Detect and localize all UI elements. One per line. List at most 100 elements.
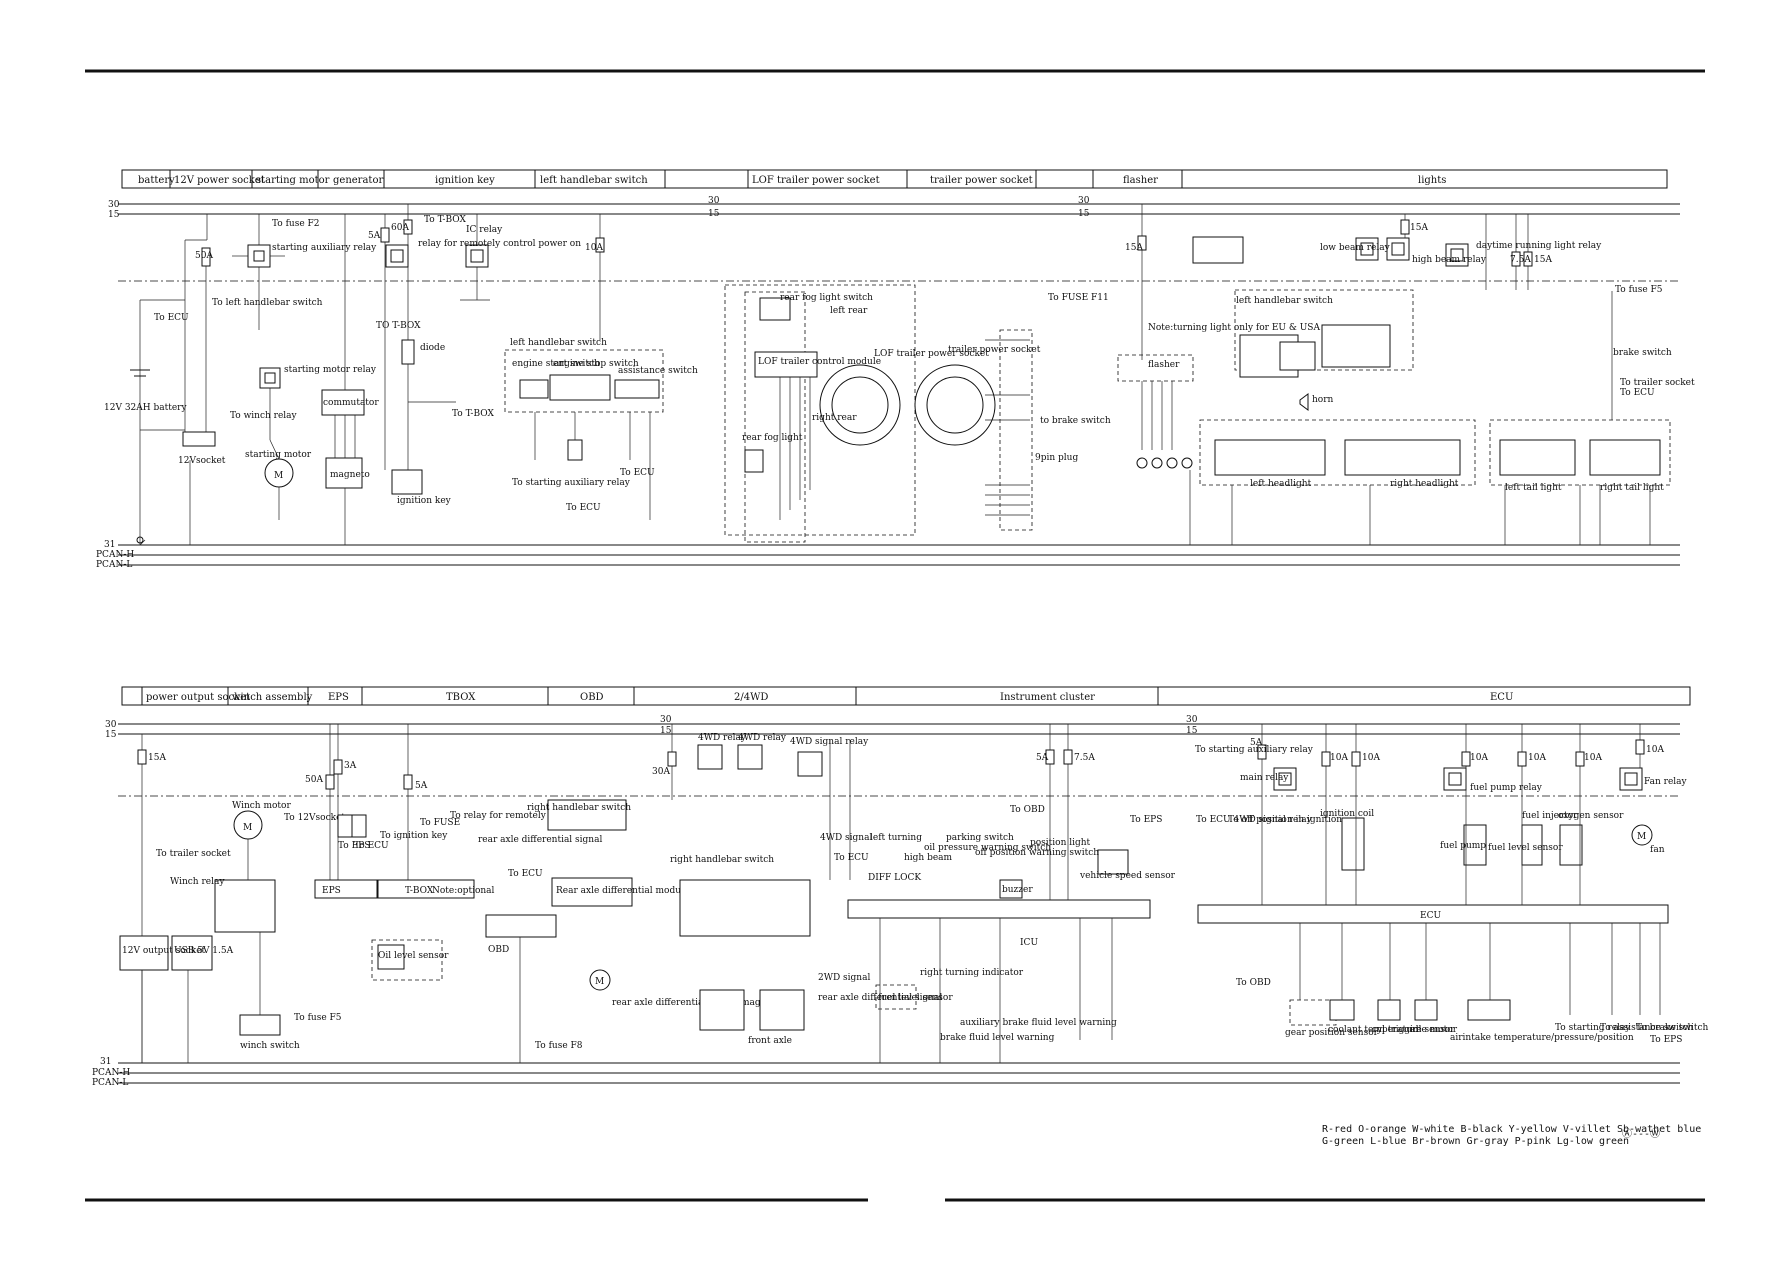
b-fuse5a-label: 5A [415, 781, 428, 791]
buzzer-label: buzzer [1002, 885, 1033, 895]
right-turning-label: right turning indicator [920, 968, 1024, 978]
top-header-lof-socket: LOF trailer power socket [752, 175, 880, 186]
relay-4wd2-label: 4WD relay [738, 733, 787, 743]
2-4wd-section [667, 724, 851, 1031]
headlight-relays [1355, 214, 1533, 290]
bottom-header-tbox: TBOX [446, 692, 476, 703]
note-optional-label: Note:optional [432, 886, 495, 896]
b-to-eps3-label: To EPS [1650, 1035, 1682, 1045]
rear-fog-switch-label: rear fog light switch [780, 293, 873, 303]
top-diagram: battery 12V power socket starting motor … [96, 169, 1695, 570]
brake-switch-label: brake switch [1613, 348, 1672, 358]
eps-section [314, 724, 378, 899]
low-beam-relay-label: low beam relay [1320, 243, 1391, 253]
to-trailer-socket-label: To trailer socket [1620, 378, 1695, 388]
fuel-level-sensor-label: fuel level sensor [878, 993, 953, 1003]
rear-axle-module-label: Rear axle differential module [556, 886, 689, 896]
top-header-generator: generator [333, 175, 383, 186]
lof-socket-label: LOF trailer power socket [874, 349, 989, 359]
b-to-brake-switch-label: To brake switch [1636, 1023, 1709, 1033]
left-turning-label: left turning [870, 833, 922, 843]
b-to-starting-aux-label: To starting auxiliary relay [1195, 745, 1314, 755]
starting-motor-label: starting motor [245, 450, 312, 460]
bottom-wiring [879, 918, 1661, 1063]
svg-text:M: M [274, 471, 283, 481]
b-to-fuse-f5-label: To fuse F5 [294, 1013, 342, 1023]
bottom-bus-15-label: 15 [105, 730, 117, 740]
bottom-diagram: power output socket winch assembly EPS T… [92, 686, 1709, 1088]
headlights-and-tails [1199, 291, 1671, 486]
eps-label: EPS [322, 886, 341, 896]
fuse15a-label: 15A [1410, 223, 1428, 233]
magneto-label: magneto [330, 470, 370, 480]
winch-motor-label: Winch motor [232, 801, 291, 811]
bottom-header-winch: winch assembly [232, 692, 313, 703]
fuel-level-sensor2-label: fuel level sensor [1488, 843, 1563, 853]
lof-control-label: LOF trailer control module [758, 357, 881, 367]
oxygen-sensor-label: oxygen sensor [1558, 811, 1624, 821]
winch-section: M [214, 810, 281, 1036]
right-handlebar-switch2-label: right handlebar switch [670, 855, 774, 865]
bottom-bus-31-label: 31 [100, 1057, 111, 1067]
power-output-section [119, 734, 213, 1063]
top-header-trailer-socket: trailer power socket [930, 175, 1033, 186]
trailer-section [724, 284, 1033, 543]
bottom-header-eps: EPS [328, 692, 349, 703]
bottom-header-strip [121, 686, 1691, 706]
starting-aux-relay [232, 214, 285, 330]
front-axle-label: front axle [748, 1036, 792, 1046]
winch-relay-label: Winch relay [170, 877, 225, 887]
vehicle-speed-label: vehicle speed sensor [1079, 871, 1176, 881]
bottom-bus-30-mid2: 30 [1186, 715, 1198, 725]
top-header-dividers [169, 170, 1183, 188]
b-fuse10a-label: 10A [1330, 753, 1348, 763]
left-handlebar-switch2-label: left handlebar switch [1236, 296, 1333, 306]
to-ecu4-label: To ECU [1620, 388, 1655, 398]
bottom-header-obd: OBD [580, 692, 604, 703]
starting-motor-relay-label: starting motor relay [284, 365, 377, 375]
legend-line-2: G-green L-blue Br-brown Gr-gray P-pink L… [1322, 1136, 1629, 1147]
b-fuse10a6-label: 10A [1646, 745, 1664, 755]
main-relay-label: main relay [1240, 773, 1289, 783]
assistance-switch-label: assistance switch [618, 366, 698, 376]
b-relay-remote-label: To relay for remotely control power on [450, 811, 627, 821]
flasher-fuse-label: 15A [1125, 243, 1143, 253]
battery-section [130, 214, 216, 546]
off-position-label: off position warning switch [975, 848, 1099, 858]
engine-start-label: engine start switch [512, 359, 600, 369]
top-ground-drops [189, 460, 1651, 545]
relay-remote-label: relay for remotely control power on [418, 239, 581, 249]
relay-4wd1-label: 4WD relay [698, 733, 747, 743]
air-temp-label: airintake temperature/pressure/position [1450, 1033, 1634, 1043]
top-bus-30-label: 30 [108, 200, 120, 210]
flasher-label: flasher [1148, 360, 1180, 370]
b-fuse15a-label: 15A [148, 753, 166, 763]
position-light-label: position light [1030, 838, 1091, 848]
bottom-bus-30-label: 30 [105, 720, 117, 730]
obd-label: OBD [488, 945, 509, 955]
b-fuse50a-label: 50A [305, 775, 323, 785]
bottom-bus-pcanl-label: PCAN-L [92, 1078, 128, 1088]
starting-motor-relay: M [259, 367, 294, 520]
diode-label: diode [420, 343, 445, 353]
fuse50a-label: 50A [195, 251, 213, 261]
b-to-eps2-label: To EPS [1130, 815, 1162, 825]
note-turning-label: Note:turning light only for EU & USA [1148, 323, 1320, 333]
right-tail-label: right tail light [1600, 483, 1664, 493]
high-beam-relay-label: high beam relay [1412, 255, 1487, 265]
legend-range: Ⓐ---Ⓦ [1622, 1128, 1660, 1140]
top-bus-pcanh-label: PCAN-H [96, 550, 134, 560]
to-tbox1-label: To T-BOX [424, 215, 466, 225]
flasher-section [1117, 204, 1244, 469]
fan-relay-label: Fan relay [1644, 777, 1688, 787]
fuel-pump-relay-label: fuel pump relay [1470, 783, 1543, 793]
top-bus-15-mid: 15 [708, 209, 720, 219]
bottom-bus-pcanh-label: PCAN-H [92, 1068, 130, 1078]
top-header-battery: battery [138, 175, 175, 186]
top-header-strip [121, 169, 1668, 189]
b-fuse3a-label: 3A [344, 761, 357, 771]
bottom-bus-30-mid: 30 [660, 715, 672, 725]
fuse7-5a-label: 7.5A [1510, 255, 1531, 265]
relay-4wd-signal-label: 4WD signal relay [790, 737, 869, 747]
